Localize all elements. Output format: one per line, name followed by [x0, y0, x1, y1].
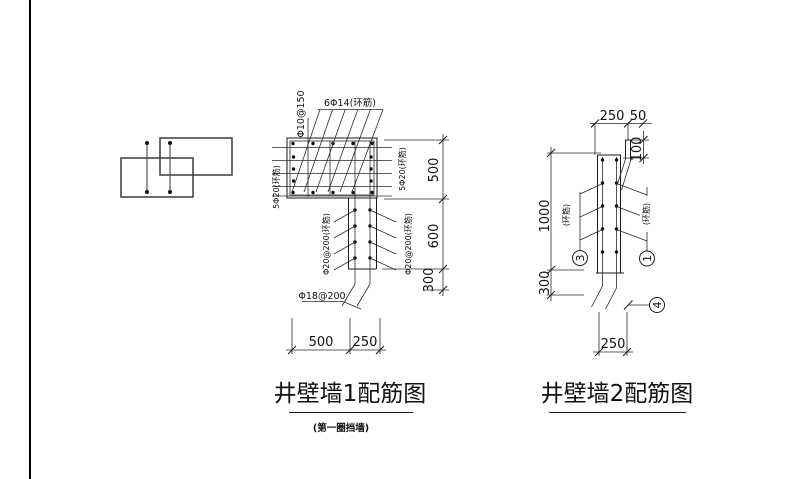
- callout-circle-3: [572, 250, 588, 266]
- wall2-leader-bend: [623, 297, 665, 313]
- wall1-top-bars-leader: [291, 109, 384, 193]
- wall1-diagram: 6Φ14(环筋) Φ10@150 5Φ20(环筋) 5Φ20(环筋) Φ20@2…: [271, 90, 449, 434]
- wall2-dim-250-top: 250: [600, 109, 625, 124]
- wall1-stem-outline: [348, 198, 377, 270]
- wall2-caption: 井壁墙2配筋图: [541, 381, 694, 407]
- wall1-stem-left-label: Φ20@200(环筋): [321, 213, 331, 275]
- plan-rect-upper: [159, 137, 233, 176]
- wall2-dim-left: [546, 147, 601, 301]
- wall2-dim-100: [623, 131, 649, 164]
- wall1-top-bars-label: 6Φ14(环筋): [324, 97, 376, 109]
- wall2-dim-top: [590, 119, 652, 155]
- plan-rect-lower: [120, 157, 194, 198]
- wall1-stem-leaders: [333, 209, 397, 271]
- wall1-stem-dots: [353, 208, 372, 260]
- wall1-dim-600-right: 600: [427, 224, 442, 249]
- wall1-cap-section: [286, 137, 378, 199]
- wall2-ring-right-label: (环筋): [641, 203, 651, 225]
- callout-circle-1: [639, 250, 655, 267]
- wall1-bottom-bars-label: Φ18@200: [298, 291, 345, 302]
- wall1-ring-left-label: 5Φ20(环筋): [271, 165, 281, 209]
- wall1-subcaption: (第一圈挡墙): [313, 422, 369, 434]
- wall1-vertical-bars: [307, 118, 371, 284]
- wall2-callout-4: 4: [651, 302, 664, 309]
- wall2-dim-bottom: [593, 312, 633, 357]
- wall1-bottom-bars-leader: [302, 301, 362, 310]
- wall2-callout-3: 3: [574, 255, 587, 262]
- wall2-dim-50-top: 50: [630, 109, 647, 124]
- wall2-top-hook: [617, 139, 631, 191]
- wall2-diagram: 250 50 100 1000 300 250 (环筋) (环筋) 3 1 4 …: [538, 109, 693, 413]
- wall2-outline: [596, 154, 624, 274]
- wall2-leader-right: [616, 183, 655, 267]
- wall2-dim-250-bottom: 250: [601, 337, 626, 352]
- wall1-ring-bars: [272, 147, 392, 197]
- wall1-dim-300-right: 300: [422, 268, 437, 293]
- wall2-ring-left-label: (环筋): [561, 204, 571, 226]
- wall2-leader-left: [572, 183, 603, 266]
- wall1-stirrup-label: Φ10@150: [296, 90, 307, 137]
- wall1-dim-500-right: 500: [427, 158, 442, 183]
- plan-detail: [120, 137, 233, 198]
- wall2-dim-300-left: 300: [538, 271, 553, 296]
- callout-circle-4: [649, 297, 665, 313]
- wall1-dim-right: [382, 134, 449, 296]
- wall2-callout-1: 1: [641, 255, 654, 262]
- wall1-stem-right-label: Φ20@200(环筋): [403, 213, 413, 275]
- wall1-caption: 井壁墙1配筋图: [274, 381, 427, 407]
- wall1-dim-500-bottom: 500: [309, 335, 334, 350]
- wall1-ring-right-label: 5Φ20(环筋): [397, 147, 407, 191]
- wall1-dim-bottom: [286, 318, 386, 355]
- wall2-dim-1000-left: 1000: [538, 199, 553, 232]
- wall1-dim-250-bottom: 250: [353, 335, 378, 350]
- plan-dowel-bars: [145, 141, 172, 194]
- wall1-rebar-dots: [291, 141, 374, 195]
- wall2-dim-100-right: 100: [630, 137, 645, 162]
